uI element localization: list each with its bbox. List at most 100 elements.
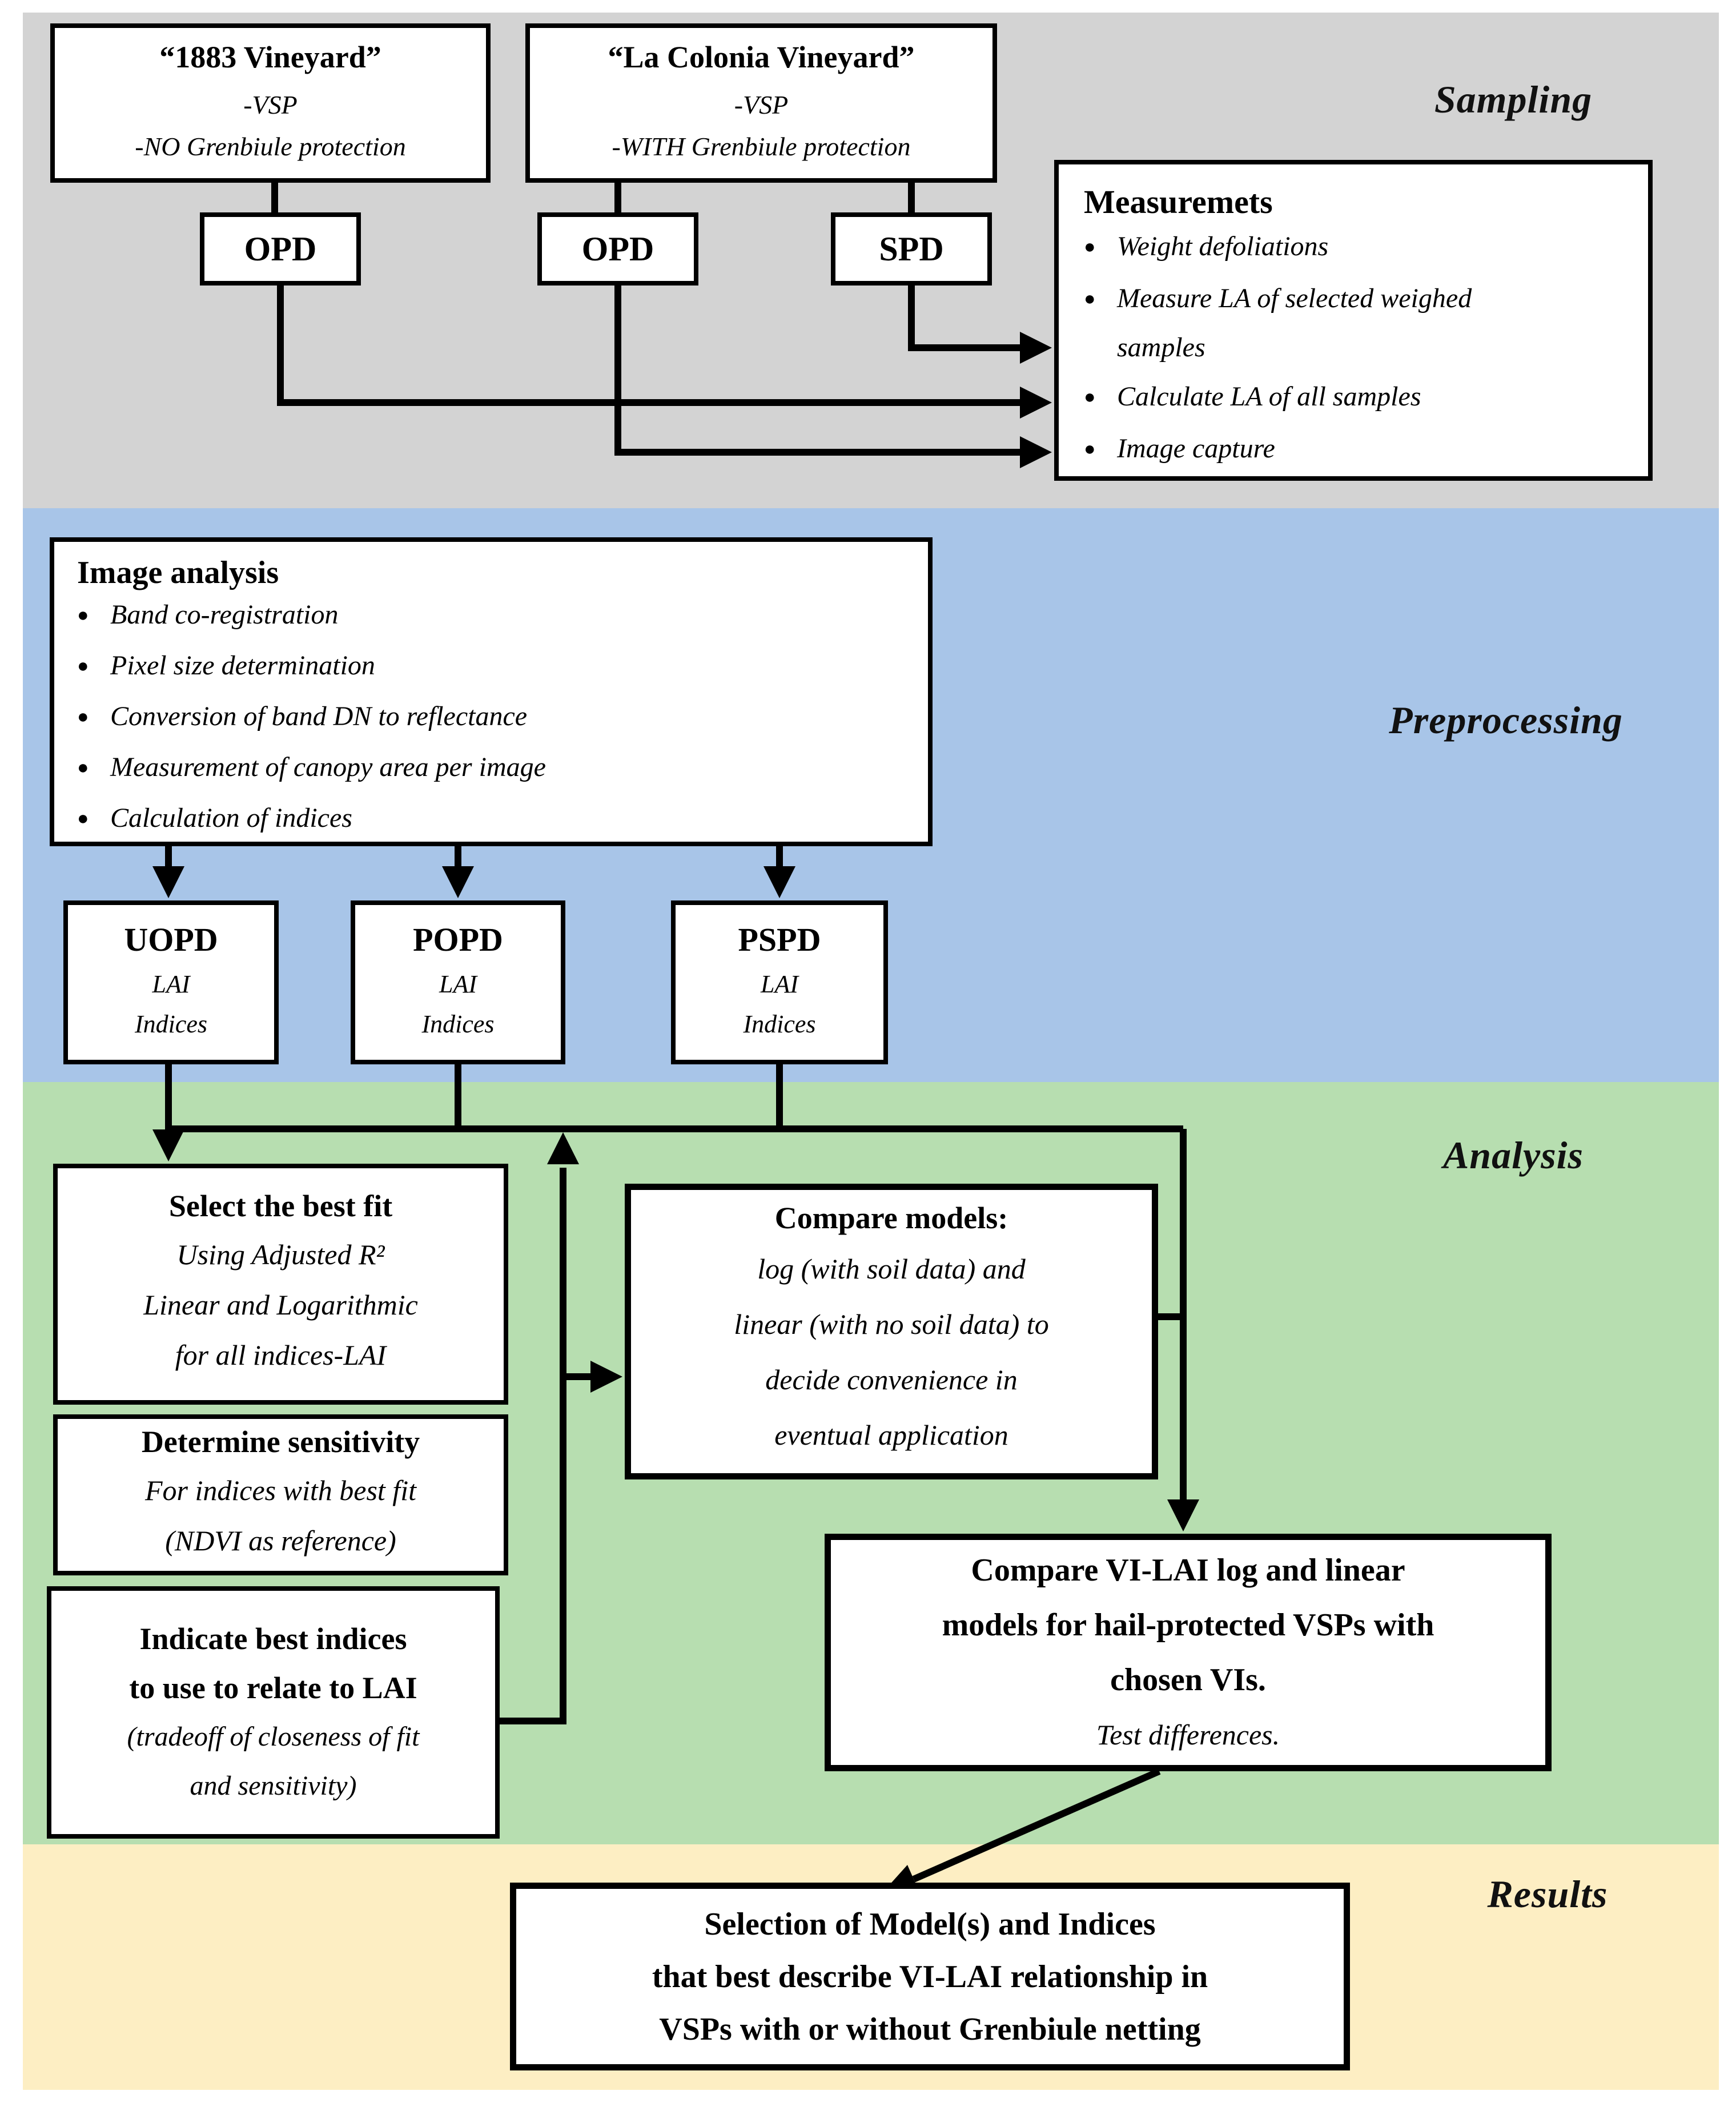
compare-vilai-subtitle: Test differences. <box>1096 1719 1280 1751</box>
compare-vilai-title-line-1: Compare VI-LAI log and linear <box>971 1553 1405 1588</box>
arrow-imageanalysis-to-uopd <box>152 846 184 898</box>
bullet-icon <box>77 642 110 693</box>
connector-indicate-feedback <box>500 1132 579 1724</box>
image-analysis-bullet-2: Pixel size determination <box>110 650 375 681</box>
bullet-icon <box>1084 424 1117 476</box>
arrow-spd-to-measurements <box>908 286 1052 364</box>
vineyard-1883-line1: -VSP <box>243 90 298 119</box>
indicate-title-line-2: to use to relate to LAI <box>129 1671 417 1705</box>
determine-sensitivity-line-1: For indices with best fit <box>145 1474 416 1506</box>
compare-vilai-title-line-2: models for hail-protected VSPs with <box>942 1607 1434 1643</box>
opd-colonia-label: OPD <box>581 230 654 268</box>
image-analysis-bullet-5: Calculation of indices <box>110 803 352 833</box>
list-item: Calculation of indices <box>77 794 352 845</box>
box-spd-la-colonia: SPD <box>831 212 992 286</box>
arrow-imageanalysis-to-popd <box>442 846 474 898</box>
popd-line2: Indices <box>421 1010 495 1038</box>
selection-line-3: VSPs with or without Grenbiule netting <box>659 2011 1201 2047</box>
popd-title: POPD <box>413 921 503 958</box>
measurements-bullet-1: Weight defoliations <box>1117 231 1329 262</box>
opd-1883-label: OPD <box>244 230 317 268</box>
vineyard-colonia-line2: -WITH Grenbiule protection <box>612 131 911 161</box>
arrow-trunk-to-comparevilai <box>1167 1129 1199 1531</box>
arrow-comparevilai-to-selection <box>882 1768 1161 1893</box>
list-item: Weight defoliations <box>1084 222 1328 274</box>
select-best-fit-line-2: Linear and Logarithmic <box>143 1289 418 1321</box>
bullet-icon <box>1084 222 1117 274</box>
pspd-line2: Indices <box>743 1010 816 1038</box>
box-measurements: Measuremets Weight defoliations Measure … <box>1054 160 1653 481</box>
connector-analysis-trunk <box>168 1064 1183 1132</box>
selection-line-2: that best describe VI-LAI relationship i… <box>652 1959 1208 1995</box>
compare-vilai-title-line-3: chosen VIs. <box>1110 1662 1266 1698</box>
indicate-title-line-1: Indicate best indices <box>139 1622 407 1656</box>
image-analysis-bullet-1: Band co-registration <box>110 600 339 630</box>
list-item: Measure LA of selected weighed samples <box>1084 274 1472 372</box>
bullet-icon <box>77 591 110 642</box>
uopd-line1: LAI <box>152 970 190 998</box>
vineyard-colonia-title: “La Colonia Vineyard” <box>608 39 915 74</box>
pspd-title: PSPD <box>738 921 821 958</box>
bullet-icon <box>1084 274 1117 326</box>
list-item: Measurement of canopy area per image <box>77 743 546 794</box>
box-image-analysis: Image analysis Band co-registration Pixe… <box>50 537 933 846</box>
arrow-uopd-to-selectbestfit <box>152 1064 184 1161</box>
vineyard-colonia-line1: -VSP <box>734 90 789 119</box>
determine-sensitivity-title: Determine sensitivity <box>141 1425 420 1459</box>
measurements-bullet-2-line-1: Measure LA of selected weighed <box>1117 283 1472 313</box>
arrow-opd1-to-measurements <box>277 286 1052 419</box>
list-item: Calculate LA of all samples <box>1084 372 1421 424</box>
arrow-opd2-to-measurements <box>614 286 1052 468</box>
spd-colonia-label: SPD <box>879 230 944 268</box>
bullet-icon <box>77 743 110 794</box>
compare-models-line-4: eventual application <box>774 1419 1008 1451</box>
list-item: Pixel size determination <box>77 642 375 693</box>
vineyard-1883-title: “1883 Vineyard” <box>159 39 381 74</box>
image-analysis-bullet-3: Conversion of band DN to reflectance <box>110 701 528 731</box>
uopd-title: UOPD <box>124 921 218 958</box>
compare-models-title: Compare models: <box>774 1201 1008 1235</box>
indicate-line-1: (tradeoff of closeness of fit <box>127 1722 420 1752</box>
select-best-fit-line-1: Using Adjusted R² <box>176 1239 385 1270</box>
measurements-bullet-2-line-2: samples <box>1117 332 1205 363</box>
box-opd-la-colonia: OPD <box>537 212 698 286</box>
sampling-section-label: Sampling <box>1434 78 1593 121</box>
pspd-line1: LAI <box>761 970 798 998</box>
uopd-line2: Indices <box>134 1010 208 1038</box>
box-vineyard-la-colonia: “La Colonia Vineyard” -VSP -WITH Grenbiu… <box>525 23 997 183</box>
box-vineyard-1883: “1883 Vineyard” -VSP -NO Grenbiule prote… <box>50 23 491 183</box>
arrow-feedback-to-comparemodels <box>563 1361 622 1393</box>
indicate-line-2: and sensitivity) <box>190 1771 357 1801</box>
selection-line-1: Selection of Model(s) and Indices <box>704 1906 1156 1942</box>
popd-line1: LAI <box>439 970 477 998</box>
measurements-bullet-4: Image capture <box>1117 433 1275 464</box>
compare-models-line-1: log (with soil data) and <box>757 1253 1026 1285</box>
select-best-fit-line-3: for all indices-LAI <box>175 1339 387 1371</box>
preprocessing-section-label: Preprocessing <box>1389 698 1623 742</box>
bullet-icon <box>77 794 110 845</box>
measurements-bullet-3: Calculate LA of all samples <box>1117 381 1421 412</box>
box-determine-sensitivity: Determine sensitivity For indices with b… <box>53 1414 508 1575</box>
box-opd-1883: OPD <box>200 212 361 286</box>
box-uopd: UOPD LAI Indices <box>63 900 279 1064</box>
image-analysis-bullet-4: Measurement of canopy area per image <box>110 752 546 782</box>
box-selection-results: Selection of Model(s) and Indices that b… <box>510 1883 1350 2070</box>
bullet-icon <box>77 693 110 743</box>
determine-sensitivity-line-2: (NDVI as reference) <box>165 1525 396 1557</box>
box-indicate-best-indices: Indicate best indices to use to relate t… <box>47 1586 500 1839</box>
box-compare-vi-lai: Compare VI-LAI log and linear models for… <box>825 1534 1552 1771</box>
box-select-best-fit: Select the best fit Using Adjusted R² Li… <box>53 1164 508 1405</box>
box-popd: POPD LAI Indices <box>351 900 565 1064</box>
select-best-fit-title: Select the best fit <box>168 1189 393 1223</box>
bullet-icon <box>1084 372 1117 424</box>
results-section-label: Results <box>1487 1872 1608 1916</box>
measurements-title: Measuremets <box>1084 183 1273 220</box>
analysis-section-label: Analysis <box>1442 1133 1584 1177</box>
compare-models-line-2: linear (with no soil data) to <box>734 1308 1049 1340</box>
vineyard-1883-line2: -NO Grenbiule protection <box>135 131 406 161</box>
box-pspd: PSPD LAI Indices <box>671 900 888 1064</box>
image-analysis-title: Image analysis <box>77 555 279 590</box>
list-item: Image capture <box>1084 424 1275 476</box>
